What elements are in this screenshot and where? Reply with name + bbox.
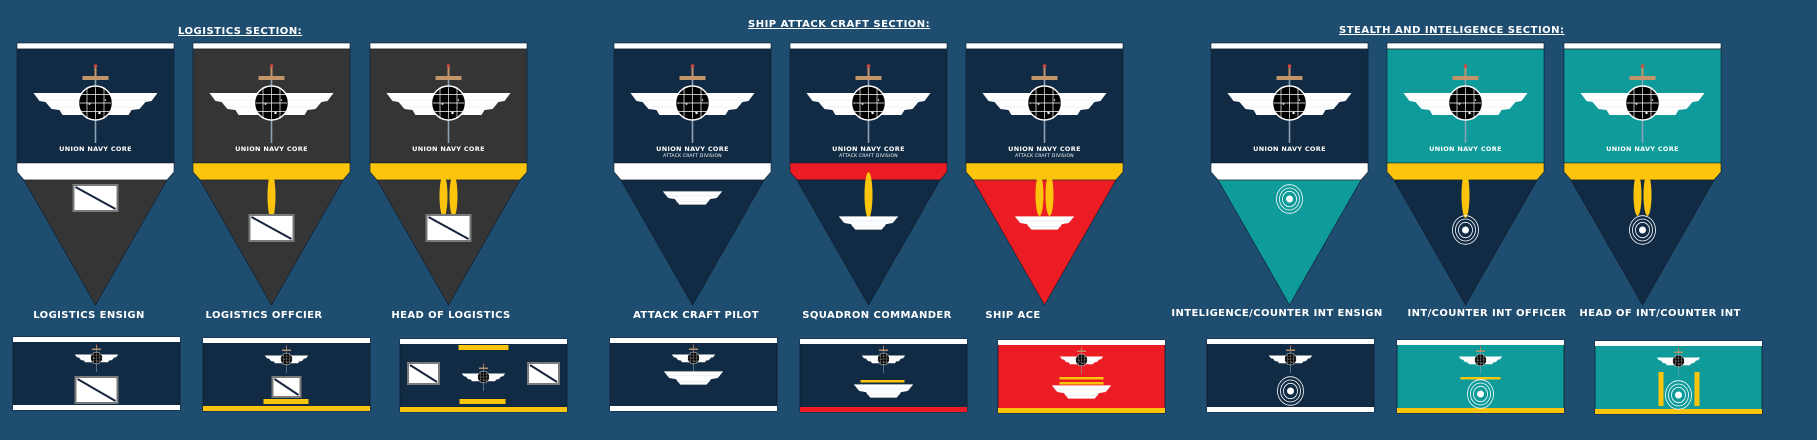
rank-bars-icon — [439, 175, 458, 217]
union-navy-emblem-icon — [461, 363, 506, 391]
rank-label-attack-craft-pilot: ATTACK CRAFT PILOT — [633, 310, 759, 321]
supply-crate-icon — [72, 184, 119, 212]
patch-int-ensign — [1206, 338, 1375, 413]
banner-ship-ace: UNION NAVY CORE ATTACK CRAFT DIVISION — [965, 42, 1124, 306]
patch-attack-craft-pilot — [609, 337, 778, 412]
banner-core-text: UNION NAVY CORE — [832, 145, 905, 153]
banner-int-ensign: UNION NAVY CORE — [1210, 42, 1369, 306]
union-navy-emblem-icon — [1059, 346, 1104, 374]
banner-division-text: ATTACK CRAFT DIVISION — [663, 154, 722, 159]
banner-core-text: UNION NAVY CORE — [1606, 145, 1679, 153]
patch-logistics-ensign — [12, 336, 181, 411]
supply-crate-icon — [527, 362, 560, 385]
banner-core-text: UNION NAVY CORE — [235, 145, 308, 153]
patch-int-officer — [1396, 339, 1565, 414]
rank-label-int-officer: INT/COUNTER INT OFFICER — [1407, 308, 1567, 319]
rank-label-ship-ace: SHIP ACE — [985, 310, 1041, 321]
section-title-attack-craft: SHIP ATTACK CRAFT SECTION: — [748, 19, 931, 30]
rank-bars-icon — [267, 173, 276, 219]
banner-core-text: UNION NAVY CORE — [1008, 145, 1081, 153]
union-navy-emblem-icon — [1403, 64, 1528, 143]
union-navy-emblem-icon — [861, 345, 906, 373]
banner-core-text: UNION NAVY CORE — [1253, 145, 1326, 153]
union-navy-emblem-icon — [209, 64, 334, 143]
union-navy-emblem-icon — [1656, 347, 1701, 375]
supply-crate-icon — [425, 214, 472, 242]
banner-core-text: UNION NAVY CORE — [59, 145, 132, 153]
union-navy-emblem-icon — [671, 344, 716, 372]
section-title-logistics: LOGISTICS SECTION: — [178, 26, 303, 37]
wing-icon — [1051, 385, 1112, 399]
banner-division-text: ATTACK CRAFT DIVISION — [839, 154, 898, 159]
patch-head-of-int — [1594, 340, 1763, 415]
union-navy-emblem-icon — [1580, 64, 1705, 143]
section-title-stealth-intelligence: STEALTH AND INTELIGENCE SECTION: — [1339, 25, 1565, 36]
union-navy-emblem-icon — [74, 344, 119, 372]
rank-label-logistics-officer: LOGISTICS OFFCIER — [205, 310, 323, 321]
banner-int-officer: UNION NAVY CORE — [1386, 42, 1545, 306]
concentric-rings-icon — [1277, 376, 1304, 406]
rank-label-head-of-int: HEAD OF INT/COUNTER INT — [1579, 308, 1741, 319]
patch-ship-ace — [997, 339, 1166, 414]
union-navy-emblem-icon — [630, 64, 755, 143]
union-navy-emblem-icon — [33, 64, 158, 143]
supply-crate-icon — [248, 214, 295, 242]
wing-icon — [1014, 216, 1075, 230]
patch-squadron-commander — [799, 338, 968, 413]
banner-division-text: ATTACK CRAFT DIVISION — [1015, 154, 1074, 159]
rank-label-int-ensign: INTELIGENCE/COUNTER INT ENSIGN — [1171, 308, 1383, 319]
supply-crate-icon — [407, 362, 440, 385]
wing-icon — [853, 384, 914, 398]
union-navy-emblem-icon — [1458, 346, 1503, 374]
union-navy-emblem-icon — [982, 64, 1107, 143]
banner-core-text: UNION NAVY CORE — [412, 145, 485, 153]
union-navy-emblem-icon — [264, 345, 309, 373]
patch-logistics-officer — [202, 337, 371, 412]
wing-icon — [663, 371, 724, 385]
concentric-rings-icon — [1629, 215, 1656, 245]
concentric-rings-icon — [1276, 184, 1303, 214]
banner-core-text: UNION NAVY CORE — [1429, 145, 1502, 153]
rank-bars-icon — [1461, 172, 1470, 218]
rank-bars-icon — [1633, 174, 1652, 216]
concentric-rings-icon — [1665, 380, 1692, 410]
banner-core-text: UNION NAVY CORE — [656, 145, 729, 153]
union-navy-emblem-icon — [1268, 345, 1313, 373]
union-navy-emblem-icon — [1227, 64, 1352, 143]
rank-bars-icon — [864, 172, 873, 218]
banner-head-of-int: UNION NAVY CORE — [1563, 42, 1722, 306]
concentric-rings-icon — [1467, 379, 1494, 409]
union-navy-emblem-icon — [806, 64, 931, 143]
rank-bars-icon — [1035, 174, 1054, 216]
concentric-rings-icon — [1452, 215, 1479, 245]
banner-head-of-logistics: UNION NAVY CORE — [369, 42, 528, 306]
wing-icon — [662, 191, 723, 205]
patch-head-of-logistics — [399, 338, 568, 413]
rank-label-logistics-ensign: LOGISTICS ENSIGN — [33, 310, 145, 321]
supply-crate-icon — [271, 376, 302, 398]
rank-label-squadron-commander: SQUADRON COMMANDER — [802, 310, 952, 321]
supply-crate-icon — [74, 376, 119, 404]
banner-attack-craft-pilot: UNION NAVY CORE ATTACK CRAFT DIVISION — [613, 42, 772, 306]
banner-logistics-officer: UNION NAVY CORE — [192, 42, 351, 306]
banner-logistics-ensign: UNION NAVY CORE — [16, 42, 175, 306]
wing-icon — [838, 216, 899, 230]
rank-label-head-of-logistics: HEAD OF LOGISTICS — [391, 310, 511, 321]
banner-squadron-commander: UNION NAVY CORE ATTACK CRAFT DIVISION — [789, 42, 948, 306]
union-navy-emblem-icon — [386, 64, 511, 143]
